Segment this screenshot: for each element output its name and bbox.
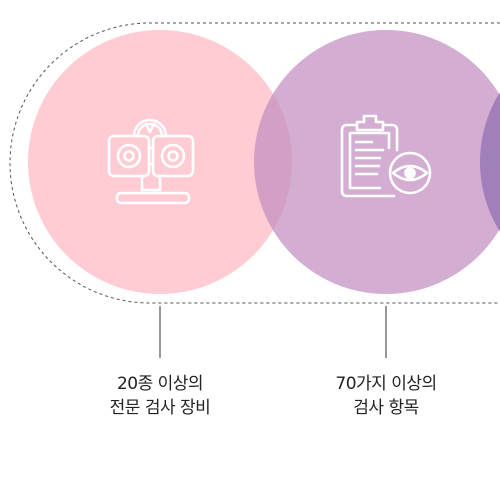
feature-circle-3 — [480, 92, 500, 232]
feature-circle-1 — [28, 30, 292, 294]
feature-circle-2 — [254, 30, 500, 294]
eye-exam-machine-icon — [107, 118, 195, 205]
dashed-outline — [9, 22, 500, 304]
feature-label-2-line1: 70가지 이상의 — [335, 374, 437, 394]
feature-label-2: 70가지 이상의 검사 항목 — [286, 372, 486, 420]
feature-label-1-line1: 20종 이상의 — [116, 374, 204, 394]
feature-label-1: 20종 이상의 전문 검사 장비 — [60, 372, 260, 420]
clipboard-eye-icon — [340, 114, 432, 198]
feature-label-1-line2: 전문 검사 장비 — [109, 398, 211, 418]
feature-label-2-line2: 검사 항목 — [353, 398, 419, 418]
